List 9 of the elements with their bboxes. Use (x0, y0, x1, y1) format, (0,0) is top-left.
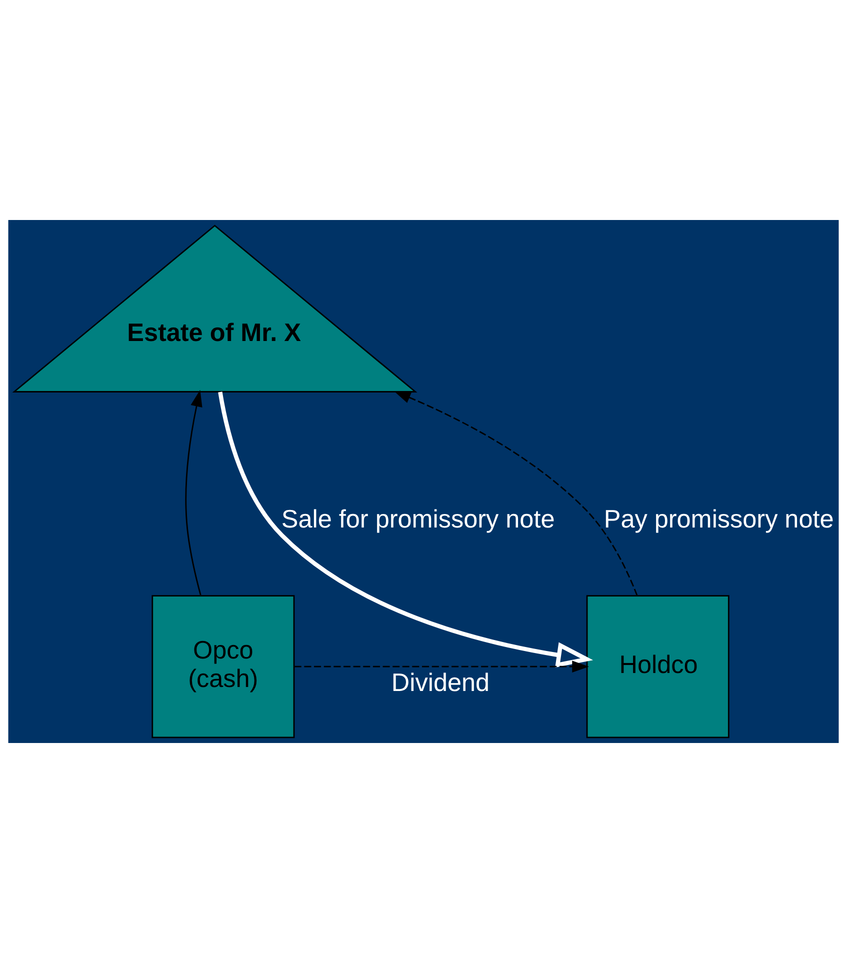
node-box: Holdco (586, 594, 730, 738)
edge-label: Sale for promissory note (281, 505, 555, 534)
edge-label: Pay promissory note (604, 505, 834, 534)
node-box: Opco (cash) (152, 594, 295, 738)
arrow (218, 391, 594, 668)
arrow (294, 660, 589, 672)
edge-label: Dividend (391, 668, 490, 696)
arrow (394, 390, 638, 596)
arrow (185, 389, 202, 595)
